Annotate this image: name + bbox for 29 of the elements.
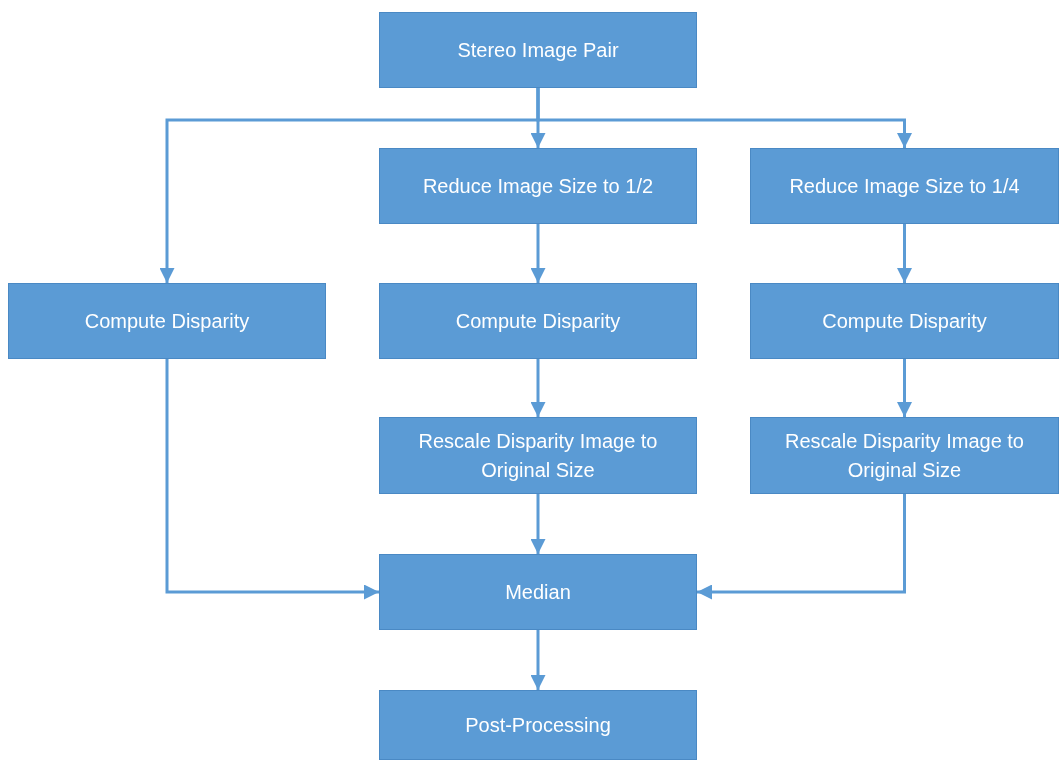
arrow bbox=[697, 494, 906, 600]
arrow bbox=[530, 630, 546, 690]
arrow bbox=[897, 224, 912, 283]
arrow bbox=[530, 494, 546, 554]
process-box bbox=[379, 417, 697, 494]
box-label: Stereo Image Pair bbox=[457, 37, 619, 63]
process-box bbox=[379, 554, 697, 630]
arrow bbox=[536, 88, 912, 148]
arrow bbox=[530, 359, 546, 417]
process-box bbox=[750, 283, 1059, 359]
process-box bbox=[379, 283, 697, 359]
box-label: Reduce Image Size to 1/4 bbox=[789, 173, 1020, 199]
box-label: Compute Disparity bbox=[822, 308, 987, 334]
process-box bbox=[379, 690, 697, 760]
box-label: Rescale Disparity Image to Original Size bbox=[417, 428, 659, 483]
process-box bbox=[379, 148, 697, 224]
box-label: Rescale Disparity Image to Original Size bbox=[784, 428, 1025, 483]
arrow bbox=[897, 359, 912, 417]
box-label: Median bbox=[505, 579, 571, 605]
box-label: Post-Processing bbox=[465, 712, 611, 738]
process-box bbox=[8, 283, 326, 359]
process-box bbox=[750, 148, 1059, 224]
arrow bbox=[530, 224, 546, 283]
box-label: Reduce Image Size to 1/2 bbox=[422, 173, 654, 199]
box-label: Compute Disparity bbox=[455, 308, 621, 334]
arrow bbox=[165, 359, 379, 600]
process-box bbox=[379, 12, 697, 88]
box-label: Compute Disparity bbox=[84, 308, 250, 334]
process-box bbox=[750, 417, 1059, 494]
